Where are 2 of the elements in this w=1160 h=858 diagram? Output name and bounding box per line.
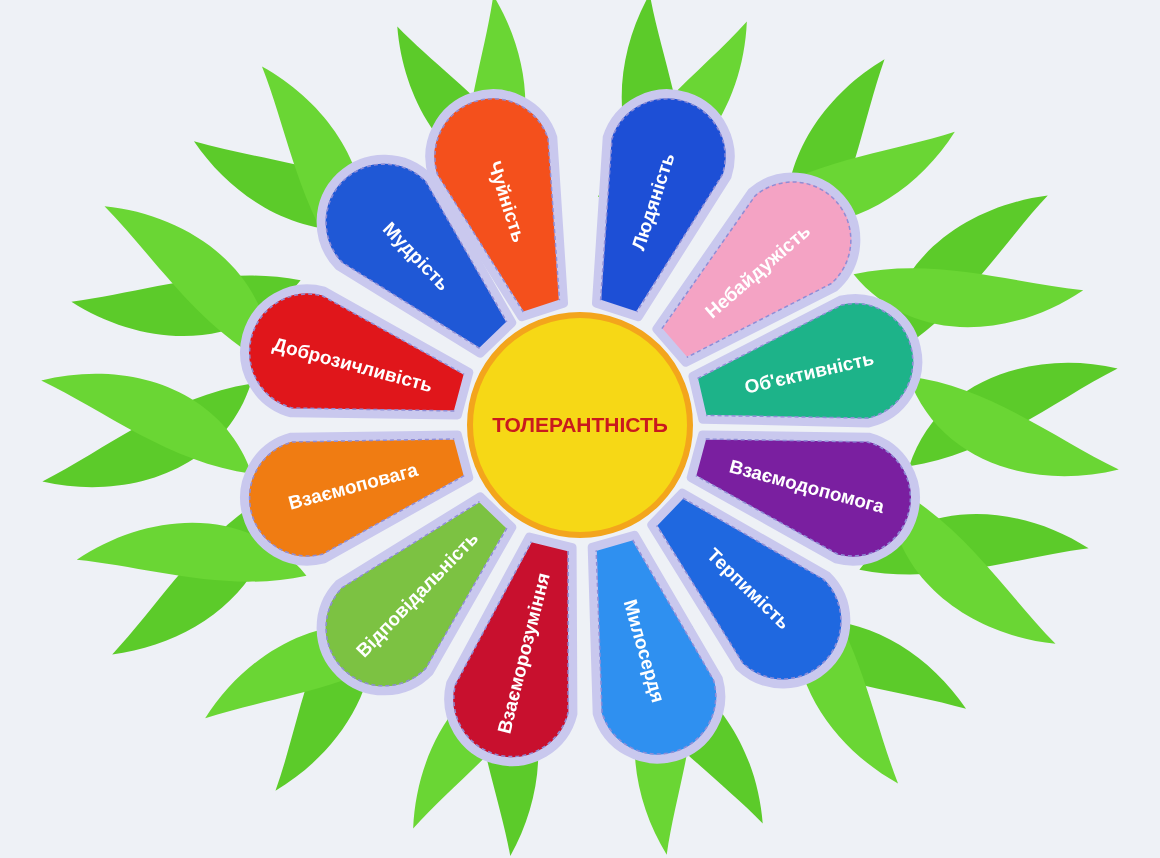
center-label: ТОЛЕРАНТНІСТЬ — [492, 412, 668, 439]
petal-label: Чуйність — [485, 158, 530, 245]
